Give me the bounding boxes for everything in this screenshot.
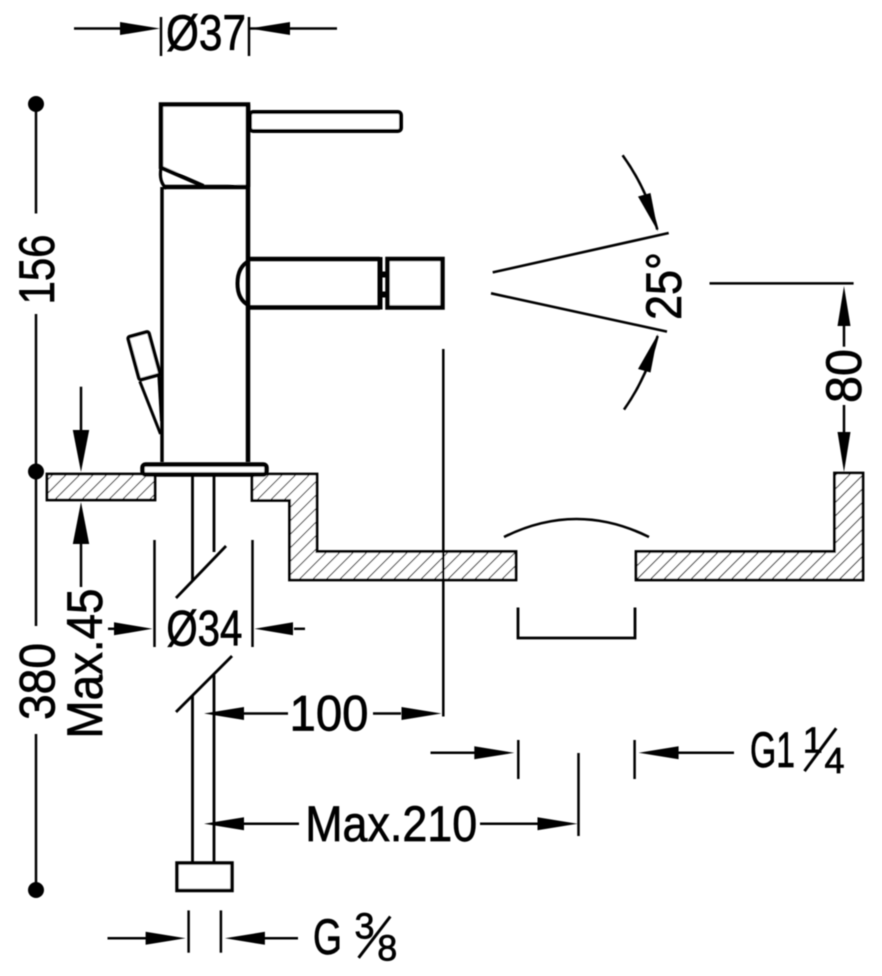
- svg-text:100: 100: [290, 686, 369, 742]
- svg-text:3: 3: [354, 906, 374, 947]
- svg-text:G: G: [313, 909, 342, 965]
- svg-text:380: 380: [10, 643, 66, 720]
- svg-text:156: 156: [9, 235, 65, 305]
- svg-text:Max.45: Max.45: [57, 589, 113, 739]
- svg-text:25°: 25°: [636, 252, 692, 320]
- svg-text:Ø37: Ø37: [166, 5, 246, 61]
- svg-text:4: 4: [824, 740, 844, 781]
- svg-text:G1: G1: [750, 722, 795, 778]
- svg-text:1: 1: [803, 720, 823, 761]
- svg-text:Ø34: Ø34: [166, 601, 242, 657]
- svg-text:Max.210: Max.210: [305, 796, 477, 852]
- svg-text:8: 8: [377, 928, 397, 969]
- svg-text:80: 80: [816, 349, 872, 403]
